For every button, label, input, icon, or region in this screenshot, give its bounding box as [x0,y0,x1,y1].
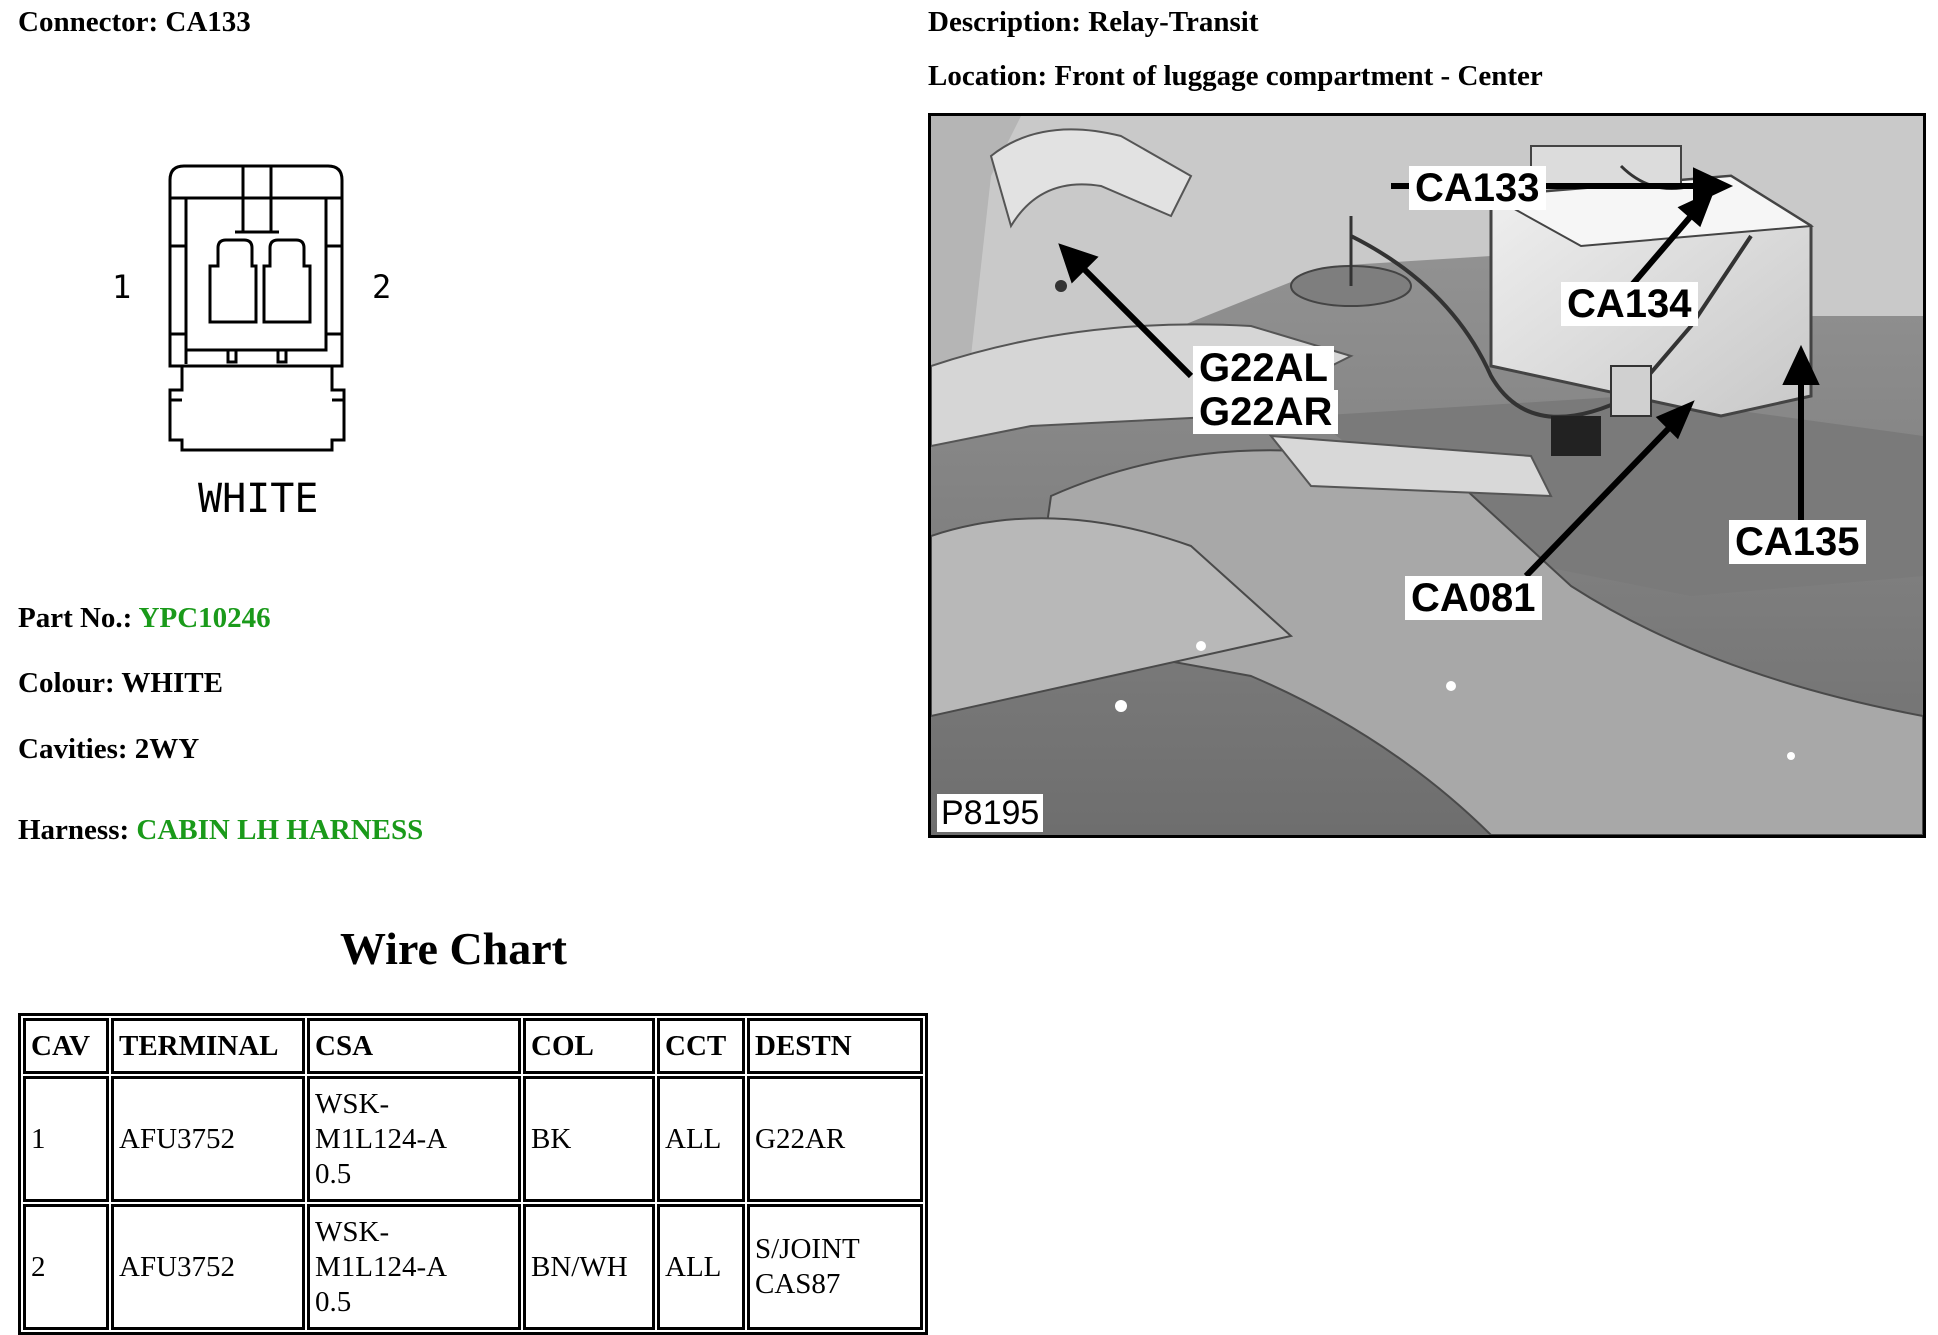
cell-csa-line: M1L124-A [315,1250,448,1283]
colour-line: Colour: WHITE [18,667,223,700]
description-line: Description: Relay-Transit [928,6,1259,39]
cell-csa-line: WSK- [315,1087,390,1120]
cell-csa-line: WSK- [315,1215,390,1248]
table-row: 1 AFU3752 WSK- M1L124-A 0.5 BK ALL G22AR [23,1076,923,1202]
wire-chart-title: Wire Chart [340,923,567,974]
cell-terminal: AFU3752 [111,1076,305,1202]
cell-destn-line: CAS87 [755,1268,841,1300]
location-value: Front of luggage compartment - Center [1054,60,1543,92]
connector-label: Connector: [18,6,159,38]
cell-terminal: AFU3752 [111,1204,305,1330]
cell-csa-line: M1L124-A [315,1122,448,1155]
cell-destn-line: S/JOINT [755,1233,860,1265]
cell-csa: WSK- M1L124-A 0.5 [307,1076,521,1202]
callout-g22ar: G22AR [1193,390,1339,434]
location-line: Location: Front of luggage compartment -… [928,60,1543,93]
location-photo-drawing [931,116,1923,835]
callout-ca134: CA134 [1561,282,1698,326]
cell-cct: ALL [657,1076,745,1202]
cell-cav: 2 [23,1204,109,1330]
callout-ca135: CA135 [1729,520,1866,564]
harness-label: Harness: [18,814,130,846]
connector-face-diagram: 1 2 WHITE [112,164,391,522]
colour-label: Colour: [18,667,115,699]
cell-csa: WSK- M1L124-A 0.5 [307,1204,521,1330]
location-photo: CA133 CA134 CA135 CA081 G22AL G22AR P819… [928,113,1926,838]
col-header-destn: DESTN [747,1018,923,1074]
cell-col: BN/WH [523,1204,655,1330]
table-header-row: CAV TERMINAL CSA COL CCT DESTN [23,1018,923,1074]
callout-g22al: G22AL [1193,346,1334,390]
col-header-col: COL [523,1018,655,1074]
part-number-label: Part No.: [18,602,133,634]
connector-colour-text: WHITE [198,476,318,522]
part-number-line: Part No.: YPC10246 [18,602,271,635]
pin-1-label: 1 [112,268,131,306]
col-header-terminal: TERMINAL [111,1018,305,1074]
harness-line: Harness: CABIN LH HARNESS [18,814,423,847]
col-header-cct: CCT [657,1018,745,1074]
location-label: Location: [928,60,1048,92]
col-header-csa: CSA [307,1018,521,1074]
cell-csa-line: 0.5 [315,1157,352,1190]
cavities-line: Cavities: 2WY [18,733,199,766]
cell-destn: S/JOINT CAS87 [747,1204,923,1330]
cell-cav: 1 [23,1076,109,1202]
connector-value: CA133 [165,6,251,38]
cell-col: BK [523,1076,655,1202]
callout-ca081: CA081 [1405,576,1542,620]
connector-line: Connector: CA133 [18,6,251,39]
cell-destn: G22AR [747,1076,923,1202]
harness-link[interactable]: CABIN LH HARNESS [136,814,424,846]
cavities-value: 2WY [134,733,200,765]
description-label: Description: [928,6,1082,38]
wire-chart-table: CAV TERMINAL CSA COL CCT DESTN 1 AFU3752… [18,1013,928,1335]
table-row: 2 AFU3752 WSK- M1L124-A 0.5 BN/WH ALL S/… [23,1204,923,1330]
cell-cct: ALL [657,1204,745,1330]
colour-value: WHITE [121,667,223,699]
cavities-label: Cavities: [18,733,128,765]
description-value: Relay-Transit [1088,6,1259,38]
cell-destn-line: G22AR [755,1122,846,1155]
pin-2-label: 2 [372,268,391,306]
part-number-link[interactable]: YPC10246 [138,602,271,634]
callout-ca133: CA133 [1409,166,1546,210]
col-header-cav: CAV [23,1018,109,1074]
cell-csa-line: 0.5 [315,1285,352,1318]
photo-code: P8195 [937,794,1044,832]
